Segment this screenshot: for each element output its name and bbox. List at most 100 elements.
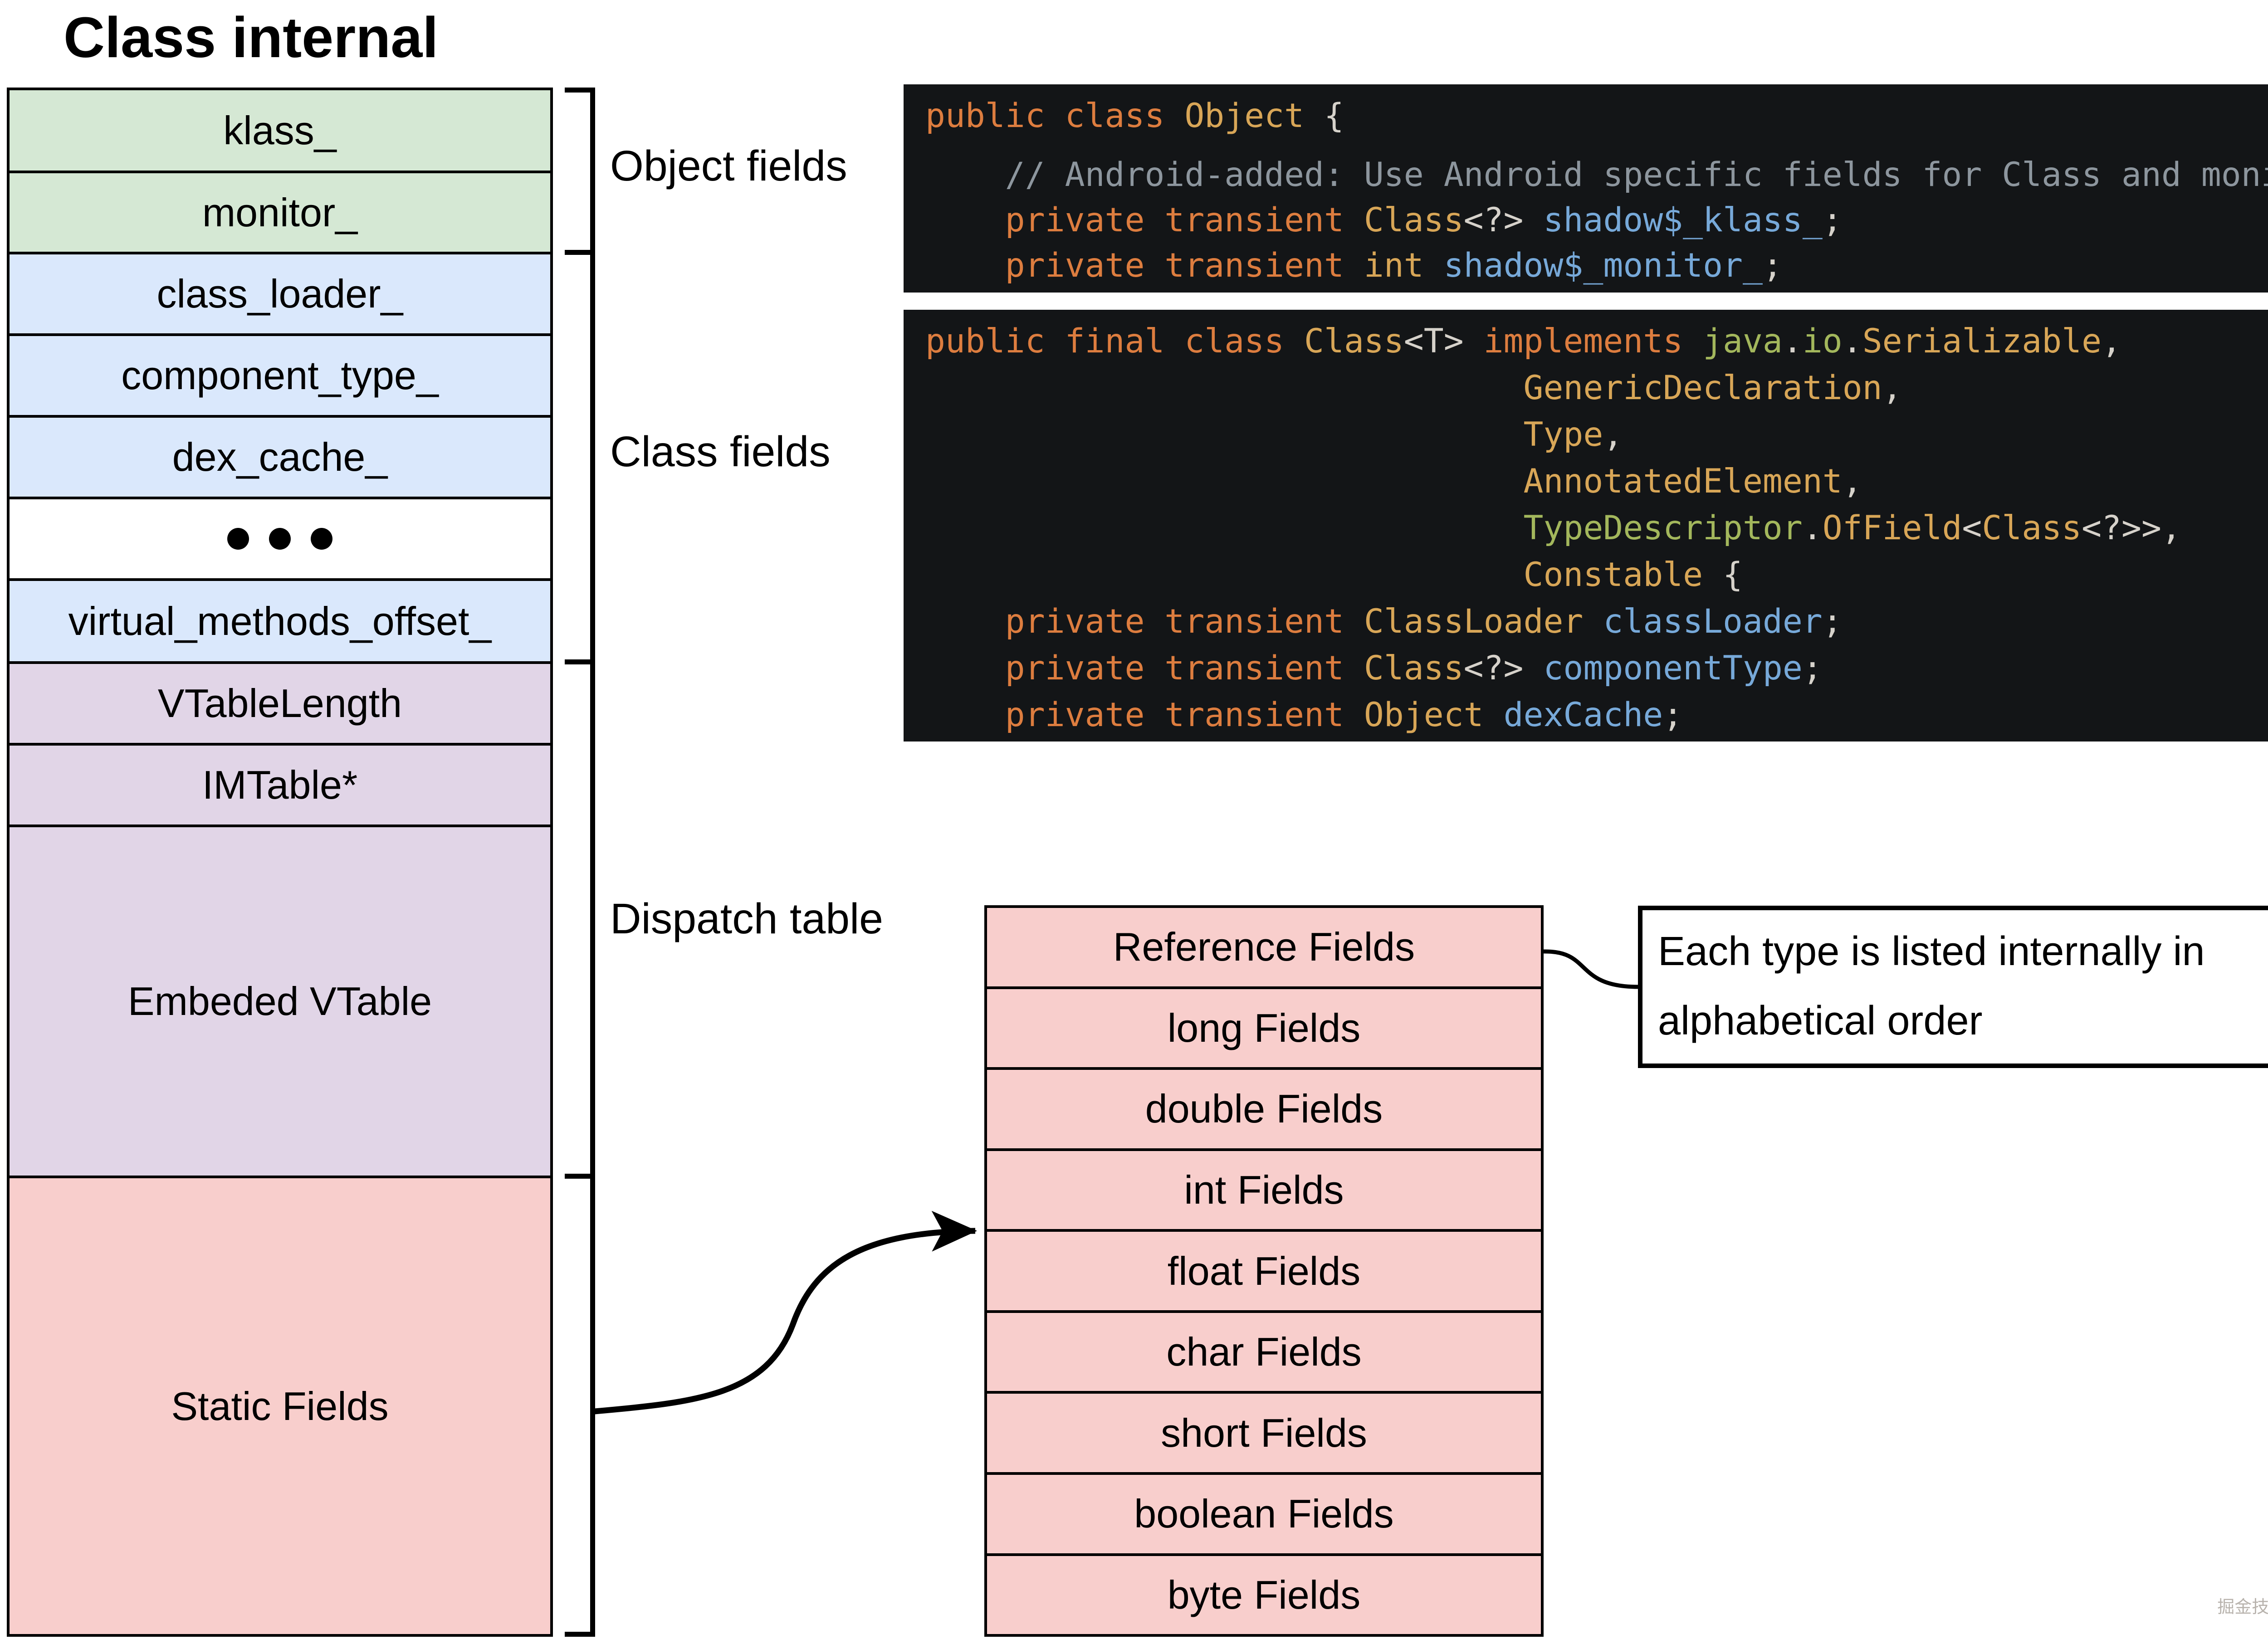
code-block-object-class: public class Object { // Android-added: … (904, 84, 2268, 293)
code-line: public final class Class<T> implements j… (925, 318, 2268, 365)
code-token: , (1882, 369, 1902, 407)
code-token: private transient (925, 246, 1364, 285)
code-token: < (1962, 509, 1982, 547)
bracket-cap (565, 1174, 595, 1179)
code-line: private transient Class<?> componentType… (925, 645, 2268, 692)
code-line: private transient int shadow$_monitor_; (925, 243, 2268, 288)
code-token: Class (1364, 201, 1464, 239)
code-token: . (1782, 322, 1803, 361)
code-token: classLoader (1603, 602, 1823, 641)
ellipsis-dot-icon (227, 528, 249, 550)
code-token: . (1842, 322, 1862, 361)
field-type-label: int Fields (1184, 1167, 1344, 1212)
memory-row: klass_ (10, 90, 550, 171)
code-line: Type, (925, 411, 2268, 458)
ellipsis-dot-icon (269, 528, 291, 550)
code-token: TypeDescriptor (1523, 509, 1803, 547)
memory-row-label: Embeded VTable (127, 979, 432, 1024)
memory-row: dex_cache_ (10, 415, 550, 497)
code-block-class-class: public final class Class<T> implements j… (904, 310, 2268, 742)
code-token: componentType (1543, 649, 1803, 688)
code-token: { (1304, 97, 1344, 135)
field-type-row: int Fields (987, 1148, 1541, 1229)
code-line: Constable { (925, 551, 2268, 598)
code-token: <?> (1463, 649, 1544, 688)
code-token: , (1842, 462, 1862, 501)
code-token: int (1364, 246, 1424, 285)
field-type-label: short Fields (1161, 1410, 1367, 1455)
code-token: ; (1822, 602, 1843, 641)
code-token: // Android-added: Use Android specific f… (925, 156, 2268, 194)
code-token: Type (1523, 415, 1603, 454)
memory-row-label: component_type_ (121, 353, 439, 398)
field-type-label: Reference Fields (1113, 924, 1415, 970)
bracket-cap (565, 250, 595, 255)
field-type-row: boolean Fields (987, 1472, 1541, 1553)
field-type-row: double Fields (987, 1067, 1541, 1148)
field-type-row: float Fields (987, 1229, 1541, 1310)
code-token: ; (1802, 649, 1823, 688)
code-token: Object (1184, 97, 1305, 135)
code-token: . (1802, 509, 1823, 547)
code-token: Serializable (1862, 322, 2102, 361)
static-fields-arrow (594, 1210, 977, 1415)
bracket-line (590, 88, 595, 1637)
code-token: private transient (925, 696, 1364, 734)
code-token: private transient (925, 602, 1364, 641)
code-token: ; (1762, 246, 1783, 285)
note-shape (1638, 906, 2268, 1068)
memory-row (10, 497, 550, 578)
bracket-cap (565, 88, 595, 93)
code-line: GenericDeclaration, (925, 365, 2268, 411)
field-type-row: short Fields (987, 1391, 1541, 1472)
memory-row-label: IMTable* (202, 762, 358, 807)
bracket-label: Class fields (610, 428, 831, 476)
bracket-cap (565, 1632, 595, 1637)
code-line: private transient Class<?> shadow$_klass… (925, 198, 2268, 243)
code-token: private transient (925, 649, 1364, 688)
code-line: TypeDescriptor.OfField<Class<?>>, (925, 505, 2268, 551)
field-type-label: char Fields (1166, 1329, 1362, 1375)
memory-row: component_type_ (10, 333, 550, 415)
field-type-row: char Fields (987, 1310, 1541, 1391)
code-token: io (1802, 322, 1843, 361)
note-text: Each type is listed internally in alphab… (1658, 929, 2205, 1044)
memory-row-label: Static Fields (171, 1383, 389, 1429)
field-type-label: long Fields (1167, 1005, 1361, 1050)
code-token: Constable (1523, 556, 1703, 594)
memory-row: monitor_ (10, 171, 550, 252)
field-type-label: byte Fields (1167, 1572, 1361, 1617)
field-type-row: byte Fields (987, 1553, 1541, 1634)
memory-row-label: monitor_ (202, 190, 358, 235)
code-token: implements (1483, 322, 1703, 361)
code-line: // Android-added: Use Android specific f… (925, 152, 2268, 198)
code-token: OfField (1822, 509, 1962, 547)
ellipsis-dot-icon (311, 528, 332, 550)
code-token: dexCache (1503, 696, 1663, 734)
memory-row-label: klass_ (223, 107, 337, 153)
memory-row-label: class_loader_ (156, 271, 403, 316)
code-token: shadow$_klass_ (1543, 201, 1823, 239)
memory-row: virtual_methods_offset_ (10, 578, 550, 661)
memory-row: IMTable* (10, 743, 550, 824)
note-connector-line (1543, 949, 1639, 989)
code-token: AnnotatedElement (1523, 462, 1843, 501)
memory-row: class_loader_ (10, 252, 550, 333)
memory-row-label: dex_cache_ (172, 434, 388, 479)
code-token: private transient (925, 201, 1364, 239)
code-token: Class (1982, 509, 2082, 547)
watermark: 掘金技术社区 @ 芦半山 (2217, 1598, 2268, 1617)
code-token: java (1703, 322, 1783, 361)
code-token: ; (1822, 201, 1843, 239)
bracket-label: Object fields (610, 142, 847, 190)
field-type-label: double Fields (1145, 1086, 1383, 1132)
code-token: shadow$_monitor_ (1443, 246, 1763, 285)
code-line: AnnotatedElement, (925, 458, 2268, 505)
code-token: <?> (1463, 201, 1544, 239)
code-line: private transient ClassLoader classLoade… (925, 598, 2268, 645)
code-token: <?>>, (2082, 509, 2181, 547)
memory-row: Embeded VTable (10, 824, 550, 1176)
code-token: , (2102, 322, 2122, 361)
